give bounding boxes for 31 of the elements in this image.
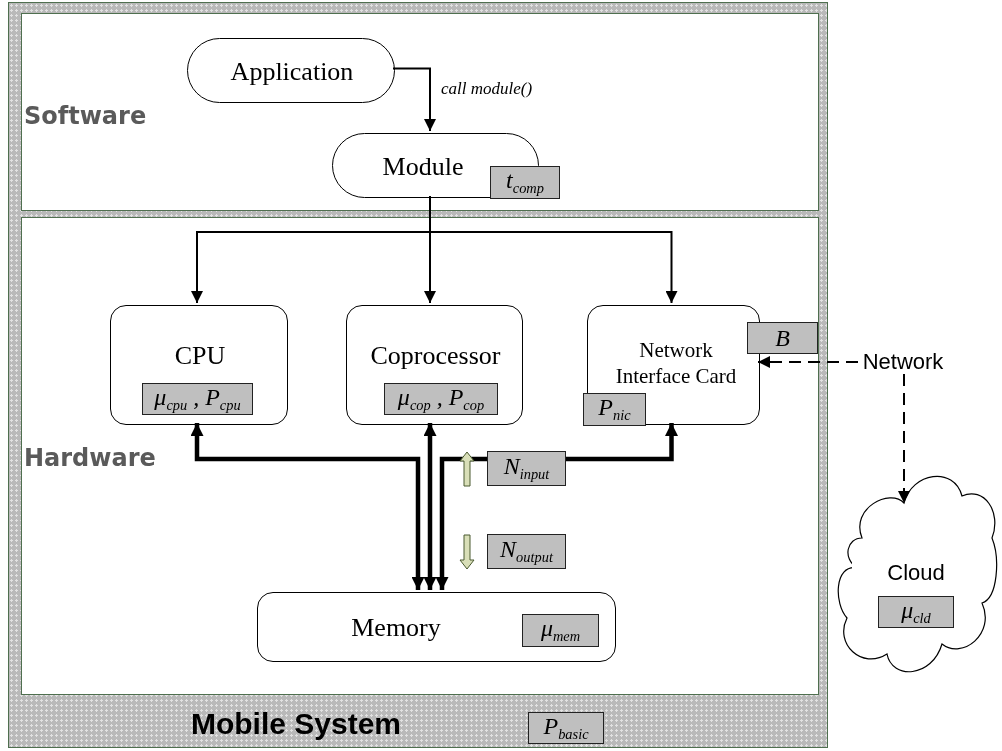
node-label: CPU (173, 340, 227, 372)
component-box (346, 305, 523, 425)
layer-panel (21, 217, 819, 695)
node-label: Coprocessor (369, 340, 502, 372)
node-label: Network Interface Card (614, 336, 738, 390)
parameter-tag: μ$_{cop}$ , P$_{cop}$ (384, 383, 498, 415)
parameter-tag: μ$_{cpu}$ , P$_{cpu}$ (142, 383, 253, 415)
parameter-tag: t$_{comp}$ (490, 166, 560, 199)
edge-label: call module() (441, 79, 533, 99)
parameter-tag: N$_{output}$ (487, 534, 566, 569)
parameter-tag: N$_{input}$ (487, 451, 566, 486)
layer-panel (21, 13, 819, 211)
system-frame (8, 2, 828, 748)
node-label: Memory (350, 612, 442, 644)
arrow (392, 67, 436, 132)
arrow (190, 423, 425, 590)
node-label: Module (381, 151, 465, 183)
parameter-tag: B (747, 322, 818, 354)
parameter-tag: μ$_{cld}$ (878, 596, 954, 628)
arrow (757, 356, 859, 368)
parameter-tag: μ$_{mem}$ (522, 614, 599, 647)
layer-label: Software (24, 101, 148, 132)
panel-title: Mobile System (189, 706, 403, 742)
arrow (423, 423, 437, 590)
node-label: Application (229, 55, 355, 88)
arrow (898, 373, 910, 504)
parameter-tag: P$_{basic}$ (528, 712, 604, 744)
component-box (110, 305, 288, 425)
layer-label: Hardware (24, 443, 157, 474)
parameter-tag: P$_{nic}$ (583, 393, 646, 426)
component-box (257, 592, 616, 662)
